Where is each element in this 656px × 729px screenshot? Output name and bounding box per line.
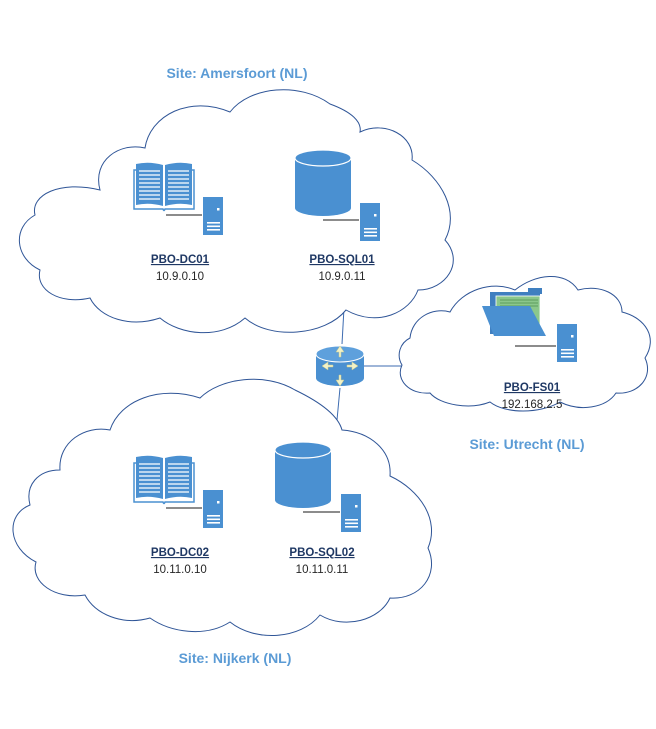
host-ip: 10.9.0.10 — [156, 271, 204, 283]
link-amersfoort-router — [341, 307, 345, 345]
host-ip: 10.11.0.11 — [296, 564, 349, 576]
site-label-utrecht: Site: Utrecht (NL) — [469, 436, 584, 452]
cloud-utrecht — [398, 276, 651, 412]
host-name: PBO-SQL01 — [309, 254, 375, 266]
host-ip: 10.9.0.11 — [318, 271, 365, 283]
host-ip: 192.168.2.5 — [502, 399, 563, 411]
link-router-nijkerk — [336, 387, 341, 421]
site-label-nijkerk: Site: Nijkerk (NL) — [179, 650, 292, 666]
database-cylinder-icon — [274, 441, 332, 509]
host-fs01[interactable]: PBO-FS01 192.168.2.5 — [482, 288, 577, 411]
host-ip: 10.11.0.10 — [153, 564, 207, 576]
server-icon — [360, 203, 380, 241]
host-sql01[interactable]: PBO-SQL01 10.9.0.11 — [294, 149, 380, 283]
database-cylinder-icon — [294, 149, 352, 217]
server-icon — [203, 197, 223, 235]
server-icon — [341, 494, 361, 532]
host-dc02[interactable]: PBO-DC02 10.11.0.10 — [133, 454, 223, 576]
host-dc01[interactable]: PBO-DC01 10.9.0.10 — [133, 161, 223, 283]
server-icon — [557, 324, 577, 362]
host-name: PBO-FS01 — [504, 382, 561, 394]
host-sql02[interactable]: PBO-SQL02 10.11.0.11 — [274, 441, 361, 576]
site-label-amersfoort: Site: Amersfoort (NL) — [166, 65, 307, 81]
folder-icon — [482, 288, 546, 336]
cloud-amersfoort — [19, 89, 454, 334]
host-name: PBO-DC01 — [151, 254, 210, 266]
router-icon — [315, 345, 365, 387]
host-name: PBO-DC02 — [151, 547, 209, 559]
host-name: PBO-SQL02 — [289, 547, 354, 559]
server-icon — [203, 490, 223, 528]
